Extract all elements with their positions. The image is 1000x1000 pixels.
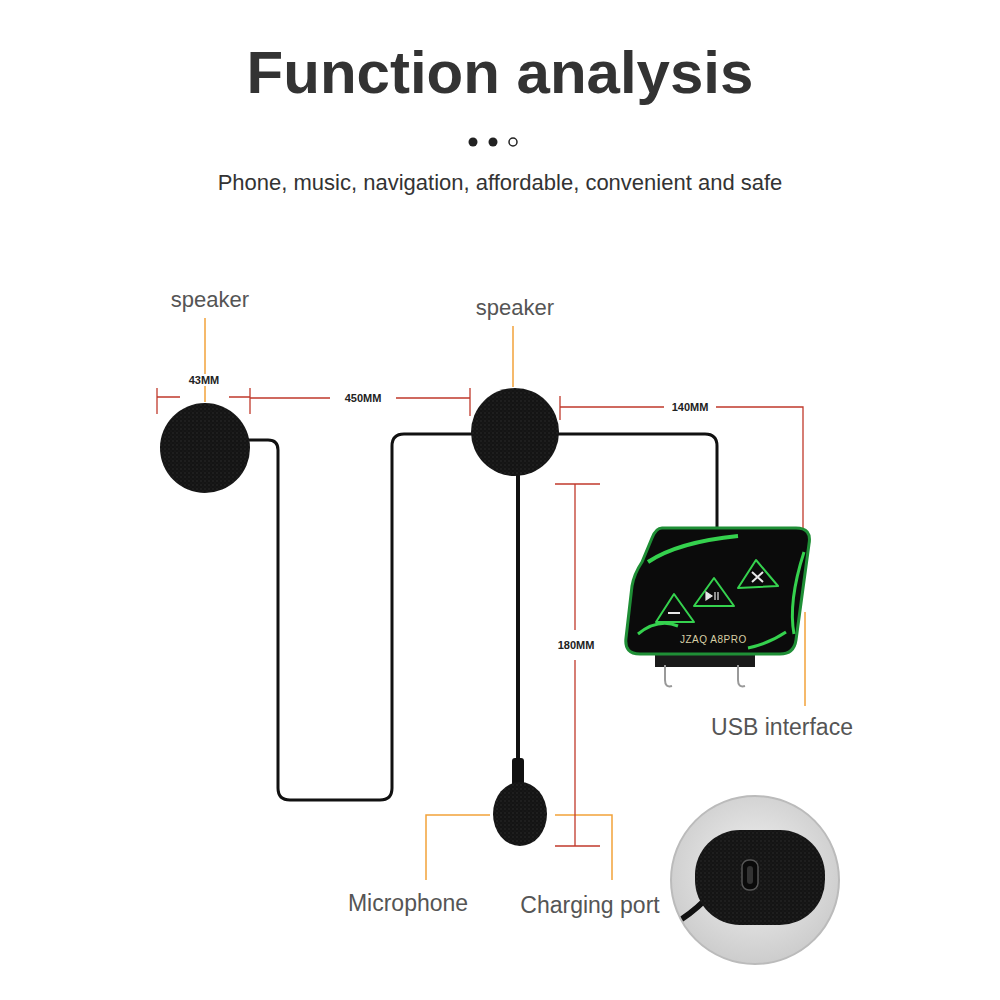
inset-border bbox=[671, 796, 839, 964]
leader-line bbox=[555, 815, 612, 880]
dimension-tick bbox=[469, 388, 470, 416]
dot bbox=[489, 138, 498, 147]
dot bbox=[469, 138, 478, 147]
inset-port bbox=[742, 860, 758, 890]
clip-prong bbox=[665, 665, 672, 686]
minus-symbol bbox=[668, 612, 680, 614]
clip-base bbox=[655, 655, 755, 667]
mic-foam bbox=[493, 782, 547, 846]
wire bbox=[248, 434, 474, 800]
trim-swoosh bbox=[748, 632, 786, 648]
part-label: speaker bbox=[171, 287, 249, 313]
dimension-label: 450MM bbox=[343, 392, 384, 404]
speaker-pad bbox=[471, 388, 559, 476]
button bbox=[656, 594, 694, 622]
dimension-tick bbox=[555, 483, 600, 484]
trim-swoosh bbox=[638, 623, 678, 634]
leader-line bbox=[204, 318, 206, 402]
dot bbox=[509, 138, 517, 146]
speaker-pad bbox=[160, 403, 250, 493]
play-pause-symbol bbox=[706, 592, 718, 600]
dimension-line bbox=[560, 407, 803, 540]
dimension-label: 140MM bbox=[670, 401, 711, 413]
dimension-tick bbox=[156, 388, 157, 414]
inset-closeup bbox=[671, 796, 839, 964]
leader-line bbox=[512, 326, 514, 387]
inset-foam bbox=[695, 830, 825, 925]
part-label: Microphone bbox=[348, 890, 468, 917]
page-title: Function analysis bbox=[247, 38, 754, 107]
dimension-label: 180MM bbox=[556, 639, 597, 651]
model-name: JZAQ A8PRO bbox=[680, 634, 747, 645]
leader-line bbox=[804, 612, 806, 706]
part-label: Charging port bbox=[520, 892, 659, 919]
button bbox=[694, 578, 734, 606]
part-label: USB interface bbox=[711, 714, 853, 741]
trim-swoosh bbox=[648, 536, 738, 562]
housing bbox=[626, 528, 810, 654]
trim-swoosh bbox=[792, 552, 804, 634]
leader-lines bbox=[205, 318, 805, 880]
dimension-tick bbox=[555, 845, 600, 846]
dimension-label: 43MM bbox=[187, 374, 222, 386]
dimension-line bbox=[574, 484, 575, 846]
inset-port-pin bbox=[747, 866, 753, 884]
button bbox=[738, 560, 778, 588]
dimension-line bbox=[157, 396, 250, 397]
inset-ground bbox=[671, 796, 839, 964]
clip-prong bbox=[738, 665, 745, 686]
mic-boom bbox=[516, 470, 520, 768]
dimension-tick bbox=[559, 396, 560, 420]
wire bbox=[556, 434, 717, 532]
leader-line bbox=[426, 815, 490, 880]
dimension-tick bbox=[249, 388, 250, 414]
part-label: speaker bbox=[476, 295, 554, 321]
subtitle: Phone, music, navigation, affordable, co… bbox=[218, 170, 783, 196]
plus-symbol bbox=[752, 572, 763, 582]
control-unit: JZAQ A8PRO bbox=[618, 522, 818, 662]
